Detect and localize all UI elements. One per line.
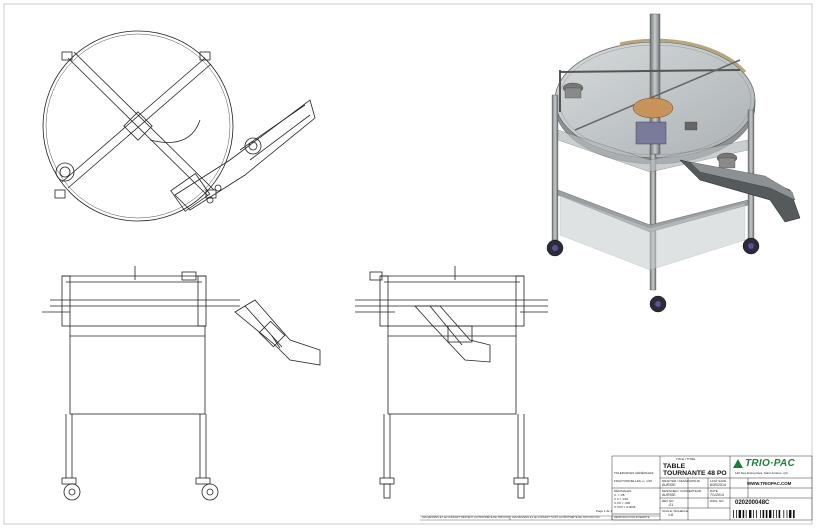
barcode bbox=[733, 510, 795, 518]
side-view bbox=[355, 266, 548, 499]
title-label: TITLE / TITRE bbox=[676, 457, 696, 461]
company-address: 120 Des Entreprises, Saint-Jérôme, QC bbox=[735, 471, 788, 475]
decimal-label: DÉCIMALES bbox=[614, 489, 632, 493]
last-saved-label: LAST SAVE bbox=[710, 479, 727, 483]
decimal-line: X. = 1/8 bbox=[614, 493, 625, 497]
isometric-view bbox=[546, 13, 801, 313]
date-value: 7/1/2014 bbox=[710, 493, 724, 497]
front-view bbox=[42, 266, 321, 501]
rev-label: REV NO bbox=[662, 499, 674, 503]
decimal-line: X.XX = .005 bbox=[614, 501, 631, 505]
fractional-label: FRACTIONNELLES +/- 1/16 bbox=[614, 479, 652, 483]
designer-label: DESIGNER / CONCEPTEUR bbox=[662, 489, 702, 493]
drafter-label: DRAFTER / DESSINATEUR bbox=[662, 479, 700, 483]
drawing-title: TABLE TOURNANTE 48 PO bbox=[663, 463, 727, 477]
decimal-line: X.X = 1/16 bbox=[614, 497, 629, 501]
scale-value: 1:8 bbox=[668, 513, 673, 517]
rev-value: -01 bbox=[668, 503, 674, 507]
footer-note: LES DESSINS ET LE CONCEPT RESTENT LA PRO… bbox=[422, 516, 510, 519]
drafter-value: AURIGE bbox=[662, 483, 676, 487]
company-website: WWW.TRIOPAC.COM bbox=[747, 481, 792, 486]
tolerances-label: TOLERANCES GÉNÉRALES bbox=[614, 471, 654, 475]
dwg-label: DWG. NO. bbox=[710, 499, 725, 503]
designer-value: AURIGE bbox=[662, 493, 676, 497]
sheet-number: Page 1 de 1 bbox=[596, 509, 613, 513]
footer-note: REPRODUCTION INTERDITE bbox=[614, 516, 650, 519]
last-saved-value: 6/30/2014 bbox=[710, 483, 726, 487]
logo-triangle-icon bbox=[733, 459, 743, 468]
dwg-number: 020200048C bbox=[735, 500, 770, 506]
company-logo: TRIO·PAC bbox=[733, 458, 809, 470]
logo-text: TRIO·PAC bbox=[745, 458, 795, 469]
decimal-line: X.XXX = 0.0005 bbox=[614, 505, 636, 509]
date-label: DATE bbox=[710, 489, 718, 493]
top-view bbox=[42, 30, 316, 222]
title-block-frame bbox=[420, 455, 813, 521]
scale-label: SCALE / ÉCHELLE bbox=[662, 509, 689, 513]
footer-note: LES DESSINS ET LE CONCEPT SONT LA PROPRI… bbox=[512, 516, 601, 519]
